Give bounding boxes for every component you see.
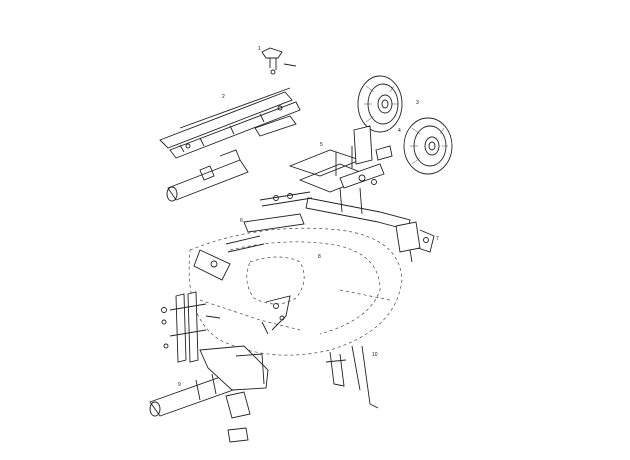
mower-deck: 8 — [188, 227, 403, 356]
axle-frame: 5 — [288, 125, 411, 231]
callout-beam: 2 — [222, 94, 225, 100]
callout-wheel1: 3 — [416, 100, 419, 106]
callout-axle: 5 — [320, 142, 323, 148]
linkage-arm: 6 — [193, 191, 313, 281]
callout-bracket: 7 — [436, 236, 439, 242]
upper-beam: 2 — [159, 87, 301, 159]
callout-lower: 9 — [178, 382, 181, 388]
callout-arm: 6 — [240, 218, 243, 224]
left-upright — [161, 291, 221, 363]
callout-chute: 10 — [372, 352, 378, 358]
right-bracket: 7 — [395, 221, 439, 263]
callout-deck: 8 — [318, 254, 321, 260]
callout-wheel2: 4 — [398, 128, 401, 134]
top-hardware: 1 — [258, 46, 297, 75]
center-fasteners — [261, 295, 291, 335]
wheel-rear: 3 — [357, 75, 419, 133]
roller-tube — [166, 149, 249, 202]
wheel-front: 4 — [398, 117, 453, 175]
lower-chute: 9 — [149, 345, 269, 443]
support-legs: 10 — [325, 345, 379, 409]
callout-top: 1 — [258, 46, 261, 52]
